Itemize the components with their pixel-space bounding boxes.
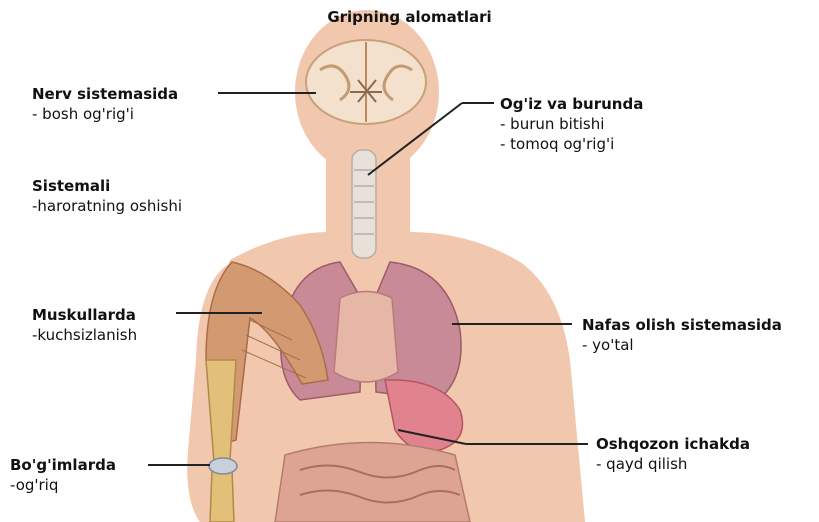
brain-illustration [306, 40, 426, 124]
label-nerv-item: - bosh og'rig'i [32, 104, 178, 124]
label-bogim-heading: Bo'g'imlarda [10, 455, 116, 475]
label-oshqozon-item: - qayd qilish [596, 454, 750, 474]
label-sistemali-heading: Sistemali [32, 176, 182, 196]
label-bogim: Bo'g'imlarda -og'riq [10, 455, 116, 495]
elbow-joint-shape [209, 458, 237, 474]
label-nerv: Nerv sistemasida - bosh og'rig'i [32, 84, 178, 124]
label-sistemali-item: -haroratning oshishi [32, 196, 182, 216]
label-bogim-item: -og'riq [10, 475, 116, 495]
label-muskul-item: -kuchsizlanish [32, 325, 137, 345]
label-nafas-item: - yo'tal [582, 335, 782, 355]
label-ogiz-heading: Og'iz va burunda [500, 94, 643, 114]
label-ogiz: Og'iz va burunda - burun bitishi - tomoq… [500, 94, 643, 154]
label-nerv-heading: Nerv sistemasida [32, 84, 178, 104]
label-muskul: Muskullarda -kuchsizlanish [32, 305, 137, 345]
label-muskul-heading: Muskullarda [32, 305, 137, 325]
label-sistemali: Sistemali -haroratning oshishi [32, 176, 182, 216]
figure-title: Gripning alomatlari [0, 8, 819, 26]
label-nafas: Nafas olish sistemasida - yo'tal [582, 315, 782, 355]
label-oshqozon-heading: Oshqozon ichakda [596, 434, 750, 454]
label-ogiz-item-2: - tomoq og'rig'i [500, 134, 643, 154]
trachea-illustration [352, 150, 376, 258]
label-nafas-heading: Nafas olish sistemasida [582, 315, 782, 335]
label-ogiz-item-1: - burun bitishi [500, 114, 643, 134]
label-oshqozon: Oshqozon ichakda - qayd qilish [596, 434, 750, 474]
